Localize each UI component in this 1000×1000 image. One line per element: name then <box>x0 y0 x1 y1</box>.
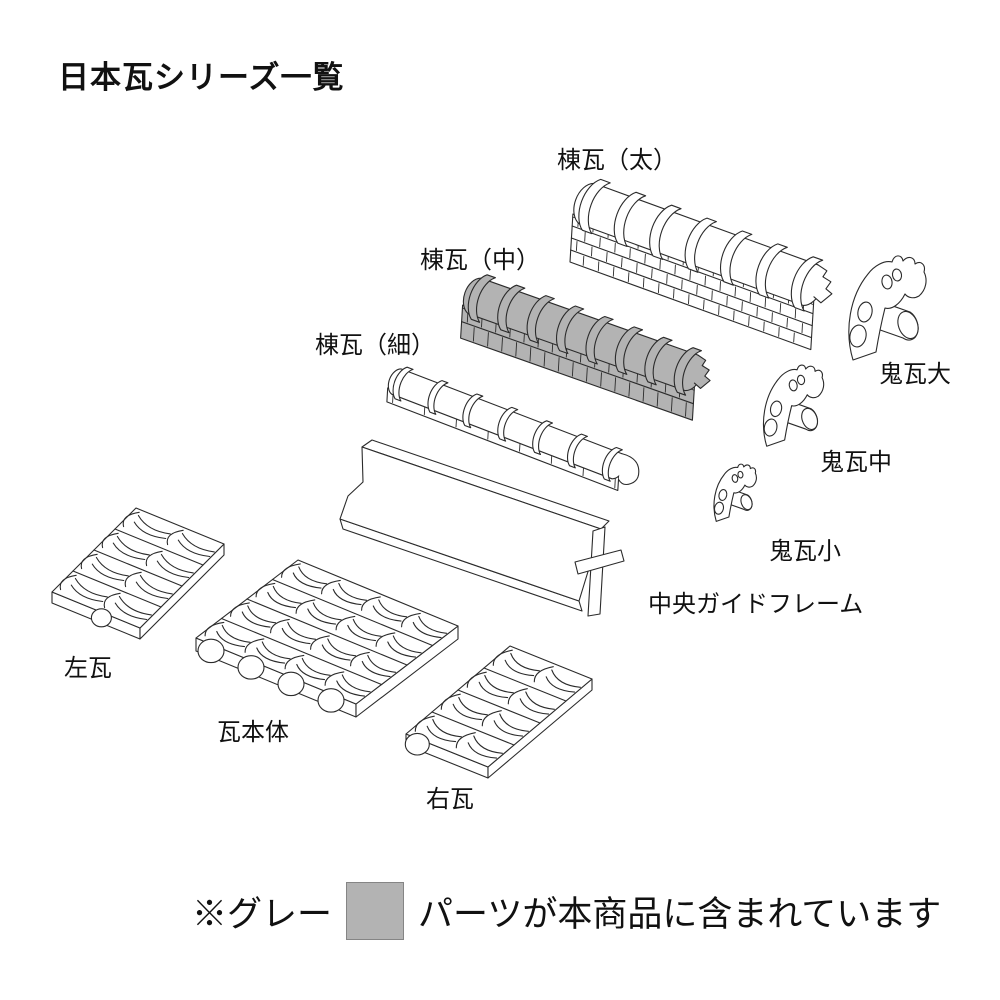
label-oni-tile-small: 鬼瓦小 <box>769 538 841 565</box>
oni-tile-small-drawing <box>713 463 757 522</box>
ridge-tile-thin-drawing <box>386 366 640 492</box>
oni-tile-large-drawing <box>848 255 927 361</box>
included-note: ※グレー パーツが本商品に含まれています <box>192 882 941 940</box>
center-guide-frame-drawing <box>339 439 625 617</box>
label-center-guide-frame: 中央ガイドフレーム <box>648 591 864 618</box>
label-right-tile: 右瓦 <box>426 786 474 813</box>
ridge-tile-thick-drawing <box>569 178 833 351</box>
label-oni-tile-medium: 鬼瓦中 <box>820 449 892 476</box>
note-suffix: パーツが本商品に含まれています <box>418 894 942 934</box>
label-ridge-tile-thin: 棟瓦（細） <box>315 332 435 359</box>
gray-swatch <box>346 882 405 940</box>
note-prefix: ※グレー <box>192 894 333 934</box>
label-tile-main-body: 瓦本体 <box>217 719 289 746</box>
tile-main-body-drawing <box>195 559 459 718</box>
label-oni-tile-large: 鬼瓦大 <box>879 361 951 388</box>
page-title: 日本瓦シリーズ一覧 <box>58 60 345 95</box>
ridge-tile-medium-drawing <box>460 274 711 421</box>
right-tile-drawing <box>404 645 593 779</box>
label-left-tile: 左瓦 <box>64 655 112 682</box>
label-ridge-tile-medium: 棟瓦（中） <box>420 247 540 274</box>
left-tile-drawing <box>51 507 225 640</box>
oni-tile-medium-drawing <box>762 364 825 447</box>
label-ridge-tile-thick: 棟瓦（太） <box>557 147 677 174</box>
